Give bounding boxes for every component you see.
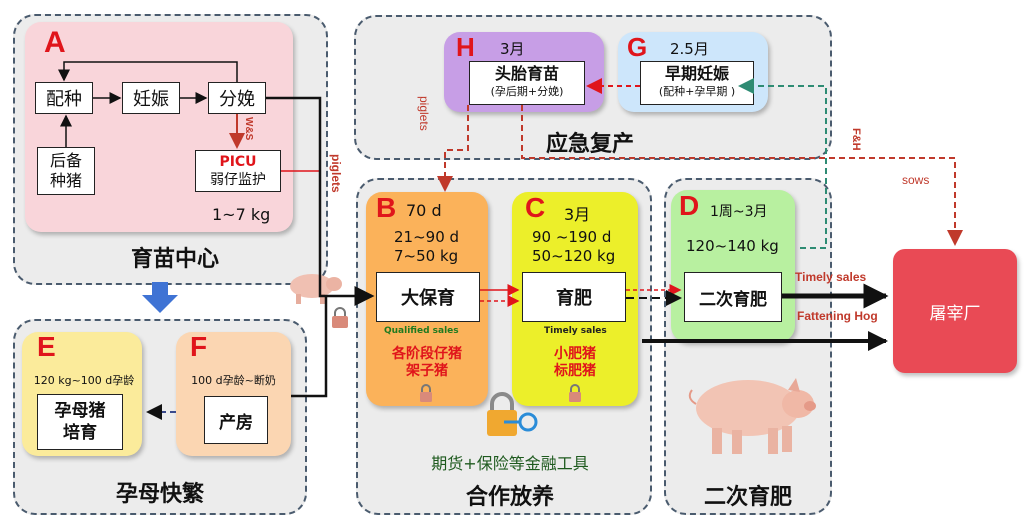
letter-h: H [456, 32, 475, 62]
weight-a: 1~7 kg [212, 205, 271, 224]
letter-c: C [525, 192, 546, 223]
lock-icon-b [420, 384, 432, 402]
reserve-sows-box: 后备 种猪 [37, 147, 95, 195]
lock-icon-c [569, 384, 581, 402]
letter-a: A [44, 26, 66, 59]
sows-label: sows [902, 173, 929, 187]
first-litter-sub: (孕后期+分娩) [490, 85, 564, 98]
letter-e: E [37, 331, 56, 362]
weak-monitor-label: 弱仔监护 [210, 172, 266, 188]
nursery-center-title: 育苗中心 [130, 247, 219, 272]
lock-icon-piglets [332, 307, 348, 328]
early-pregnancy-sub: (配种+孕早期 ) [658, 85, 736, 98]
letter-d: D [679, 190, 700, 221]
letter-f: F [190, 331, 208, 362]
picu-label: PICU [219, 154, 257, 170]
letter-g: G [627, 32, 648, 62]
period-g: 2.5月 [670, 40, 709, 58]
note-b-1: 各阶段仔猪 [392, 346, 462, 362]
card-a [25, 22, 293, 232]
large-nursery-box: 大保育 [376, 272, 480, 322]
period-h: 3月 [500, 40, 525, 58]
range-e: 120 kg~100 d孕龄 [33, 374, 135, 387]
note-c-2: 标肥猪 [554, 363, 596, 379]
range-d: 120~140 kg [686, 237, 779, 255]
ws-label: W&S [243, 117, 254, 141]
timely-sales-label: Timely sales [795, 270, 866, 284]
breeding-box: 配种 [35, 82, 93, 114]
sow-cultivation-box: 孕母猪 培育 [37, 394, 123, 450]
first-litter-title: 头胎育苗 [494, 64, 559, 83]
small-pig-icon [290, 274, 342, 304]
timely-sales-label-c: Timely sales [544, 326, 607, 336]
slaughterhouse-box: 屠宰厂 [893, 249, 1017, 373]
sow-cultivation-line-1: 孕母猪 [54, 401, 106, 421]
fattening-box: 育肥 [522, 272, 626, 322]
down-arrow-icon [142, 282, 178, 313]
range-b-2: 7~50 kg [394, 247, 459, 265]
sow-breeding-title: 孕母快繁 [115, 482, 204, 507]
early-pregnancy-title: 早期妊娠 [664, 64, 729, 83]
second-fattening-box: 二次育肥 [684, 272, 782, 322]
farrowing-room-box: 产房 [204, 396, 268, 444]
reserve-line-1: 后备 [49, 151, 82, 170]
period-d: 1周~3月 [710, 204, 768, 220]
cooperation-title: 合作放养 [465, 485, 554, 510]
fattening-hog-label: Fattening Hog [797, 309, 878, 323]
pregnancy-box: 妊娠 [122, 82, 180, 114]
picu-box: PICU 弱仔监护 [195, 150, 281, 192]
second-fattening-title: 二次育肥 [703, 485, 792, 510]
range-c-2: 50~120 kg [532, 247, 616, 265]
range-b-1: 21~90 d [394, 228, 460, 246]
padlock-key-icon [487, 392, 538, 436]
range-c-1: 90 ~190 d [532, 228, 612, 246]
farrowing-box: 分娩 [208, 82, 266, 114]
slaughterhouse-label: 屠宰厂 [929, 303, 981, 324]
period-c: 3月 [564, 205, 591, 224]
qualified-sales-label: Qualified sales [384, 326, 459, 336]
letter-b: B [376, 192, 397, 223]
range-f: 100 d孕龄~断奶 [191, 374, 276, 387]
note-c-1: 小肥猪 [554, 346, 596, 362]
finance-tools-label: 期货+保险等金融工具 [431, 454, 589, 473]
emergency-title: 应急复产 [545, 132, 634, 157]
sow-cultivation-line-2: 培育 [63, 423, 97, 443]
fh-label: F&H [850, 128, 862, 151]
note-b-2: 架子猪 [406, 363, 448, 379]
piglets-label-top: piglets [417, 96, 431, 131]
first-litter-box: 头胎育苗 (孕后期+分娩) [469, 61, 585, 105]
days-b: 70 d [406, 201, 442, 220]
reserve-line-2: 种猪 [49, 171, 82, 190]
early-pregnancy-box: 早期妊娠 (配种+孕早期 ) [640, 61, 754, 105]
piglets-label-left: piglets [329, 154, 343, 193]
pig-illustration [688, 378, 816, 454]
